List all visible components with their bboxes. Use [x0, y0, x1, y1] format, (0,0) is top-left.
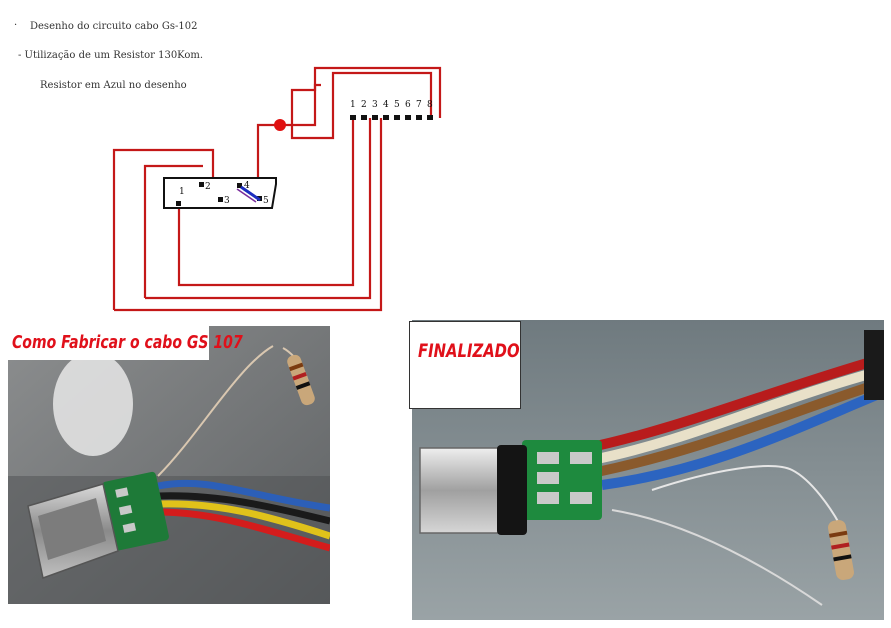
- photo-cable-in-progress: [8, 326, 330, 604]
- header-pin-label-2: 2: [361, 100, 367, 110]
- caption-left-box: Como Fabricar o cabo GS 107: [8, 326, 243, 360]
- usb-pin-label-4: 4: [244, 181, 250, 191]
- header-pin-label-6: 6: [405, 100, 411, 110]
- header-pin-label-3: 3: [372, 100, 378, 110]
- header-pin-label-4: 4: [383, 100, 389, 110]
- circuit-diagram-panel: 1 2 3 4 5 1 2 3 4 5 6 7 8 · Desenho do c…: [8, 0, 520, 318]
- wire-inner-bottom: [145, 118, 372, 300]
- blue-resistor: [240, 185, 261, 202]
- photo-left-illustration: [8, 326, 330, 604]
- wire-loop-inner: [143, 164, 203, 298]
- header-pin-label-8: 8: [427, 100, 433, 110]
- usb-pin-label-5: 5: [263, 196, 269, 206]
- photo-right-illustration: [412, 320, 884, 620]
- wire-node-h: [292, 83, 321, 127]
- header-pin-label-7: 7: [416, 100, 422, 110]
- caption-right: FINALIZADO: [418, 340, 520, 362]
- wire-outer-bottom: [114, 118, 383, 312]
- usb-pad-4: [237, 183, 242, 188]
- usb-pin-label-3: 3: [224, 196, 230, 206]
- wires: [112, 66, 442, 312]
- usb-pad-2: [199, 182, 204, 187]
- usb-pad-3: [218, 197, 223, 202]
- usb-pad-1: [176, 201, 181, 206]
- resistor-note: - Utilização de um Resistor 130Kom.: [18, 50, 204, 61]
- wire-loop-outer: [112, 148, 215, 310]
- blue-resistor-edge: [236, 188, 257, 203]
- wire-node-outer: [290, 66, 442, 125]
- blue-resistor-note: Resistor em Azul no desenho: [40, 80, 187, 91]
- header-pads: [350, 115, 433, 120]
- circuit-diagram: 1 2 3 4 5 1 2 3 4 5 6 7 8: [112, 66, 442, 312]
- caption-right-box: FINALIZADO: [409, 321, 521, 409]
- usb-pin-label-1: 1: [179, 187, 185, 197]
- header-pin-label-5: 5: [394, 100, 400, 110]
- wire-node-top: [256, 71, 433, 185]
- usb-pin-label-2: 2: [205, 182, 211, 192]
- diagram-title: Desenho do circuito cabo Gs-102: [30, 21, 198, 32]
- junction-node: [274, 119, 286, 131]
- photo-cable-finished: [412, 320, 884, 620]
- caption-left: Como Fabricar o cabo GS 107: [12, 332, 243, 353]
- usb-connector-outline: [163, 177, 277, 209]
- header-pin-label-1: 1: [350, 100, 356, 110]
- bullet-mark: ·: [14, 20, 18, 31]
- wire-pin1: [177, 118, 355, 287]
